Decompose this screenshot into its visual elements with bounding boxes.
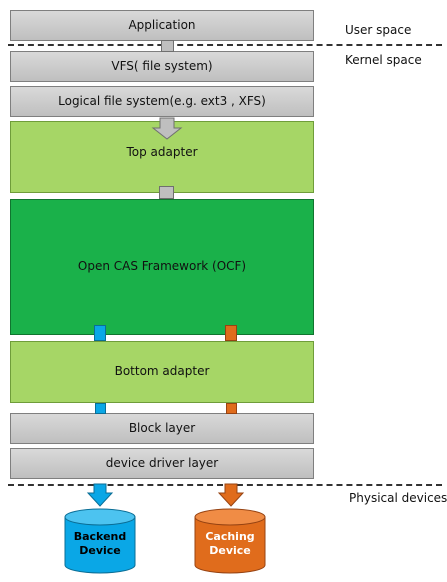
bottom-block-orange-connector — [226, 403, 237, 414]
user-space-label: User space — [345, 23, 412, 37]
device-driver-layer: device driver layer — [10, 448, 314, 479]
backend-device-label: Backend Device — [65, 530, 135, 558]
caching-device-line2: Device — [209, 543, 251, 557]
block-layer: Block layer — [10, 413, 314, 444]
caching-arrow-icon — [217, 483, 245, 507]
top-adapter-layer: Top adapter — [10, 121, 314, 193]
caching-device-line1: Caching — [205, 530, 255, 543]
ocf-framework-layer: Open CAS Framework (OCF) — [10, 199, 314, 335]
backend-arrow-icon — [86, 483, 114, 507]
user-kernel-boundary — [8, 44, 442, 46]
ocf-backend-connector — [94, 325, 106, 341]
application-layer: Application — [10, 10, 314, 41]
bottom-adapter-layer: Bottom adapter — [10, 341, 314, 403]
physical-devices-label: Physical devices — [349, 491, 447, 505]
caching-device-label: Caching Device — [195, 530, 265, 558]
ocf-caching-connector — [225, 325, 237, 341]
vfs-layer: VFS( file system) — [10, 51, 314, 82]
logical-file-system-layer: Logical file system(e.g. ext3 , XFS) — [10, 86, 314, 117]
kernel-space-label: Kernel space — [345, 53, 422, 67]
top-adapter-ocf-connector — [159, 186, 174, 199]
bottom-block-blue-connector — [95, 403, 106, 414]
backend-device-line2: Device — [79, 543, 121, 557]
kernel-physical-boundary — [8, 484, 442, 486]
app-vfs-connector — [161, 40, 174, 52]
backend-device-line1: Backend — [73, 530, 127, 543]
